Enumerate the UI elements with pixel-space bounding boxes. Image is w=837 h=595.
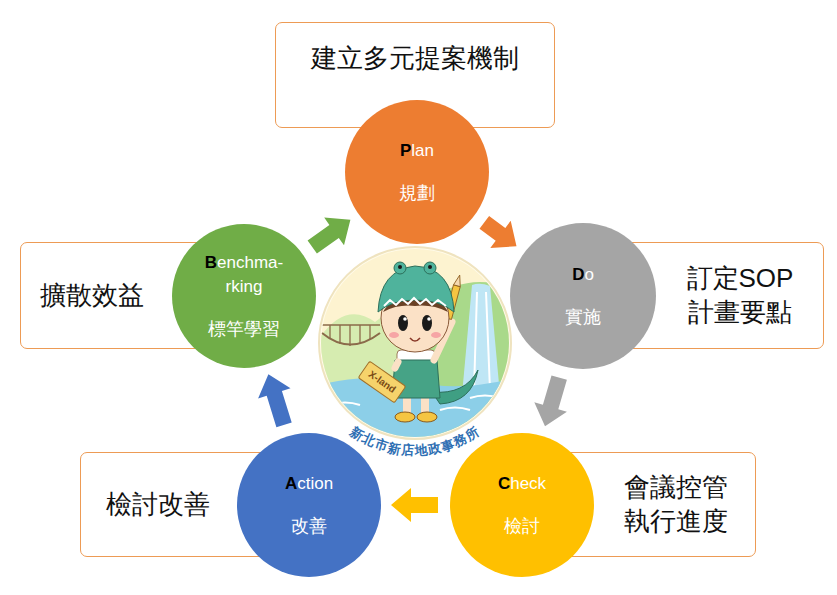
dino-hat bbox=[378, 266, 454, 312]
stage-name: Plan bbox=[400, 139, 434, 163]
bridge bbox=[322, 333, 380, 345]
mascot-character bbox=[358, 262, 478, 422]
cheek bbox=[389, 332, 399, 338]
box-text: 檢討改善 bbox=[106, 488, 210, 522]
pdca-circle: Check 檢討 bbox=[450, 433, 594, 577]
box-text: 會議控管 執行進度 bbox=[606, 471, 745, 539]
stage-name: Action bbox=[285, 472, 333, 496]
shoe bbox=[417, 412, 437, 422]
pdca-circle: Benchma- rking 標竿學習 bbox=[172, 224, 316, 368]
landscape bbox=[318, 246, 515, 442]
cycle-arrow bbox=[308, 218, 351, 254]
pdca-circle: Action 改善 bbox=[237, 433, 381, 577]
stage-name-zh: 實施 bbox=[565, 307, 601, 329]
hat-pupil bbox=[428, 265, 432, 269]
eye-highlight bbox=[403, 317, 407, 321]
office-name: 新北市新店地政事務所 bbox=[347, 423, 482, 458]
pdca-circle: Plan 規劃 bbox=[345, 100, 489, 244]
eye bbox=[398, 315, 408, 331]
cycle-arrow bbox=[258, 374, 292, 427]
hat-eye bbox=[424, 262, 436, 274]
hat-teeth bbox=[384, 298, 446, 306]
mouth bbox=[410, 338, 420, 341]
sign bbox=[358, 361, 406, 403]
cycle-arrow bbox=[480, 216, 517, 248]
stage-name-zh: 改善 bbox=[291, 516, 327, 538]
box-text: 建立多元提案機制 bbox=[311, 42, 519, 76]
stage-name: Benchma- rking bbox=[197, 251, 291, 299]
stage-name-zh: 標竿學習 bbox=[208, 319, 280, 341]
waterfall bbox=[462, 284, 500, 395]
stage-name: Check bbox=[498, 472, 546, 496]
eye-highlight bbox=[427, 317, 431, 321]
sky bbox=[318, 246, 514, 442]
logo-arc-text: 新北市新店地政事務所 bbox=[347, 423, 482, 458]
pdca-circle: Do 實施 bbox=[510, 223, 656, 369]
eye bbox=[422, 315, 432, 331]
hat-eye bbox=[394, 262, 406, 274]
bridge-rail bbox=[322, 325, 380, 346]
cycle-arrow bbox=[534, 375, 567, 426]
arm bbox=[395, 362, 398, 368]
box-text: 擴散效益 bbox=[40, 279, 144, 313]
hat-pupil bbox=[398, 265, 402, 269]
pencil-tip bbox=[454, 274, 464, 286]
stage-name-zh: 檢討 bbox=[504, 516, 540, 538]
stage-name: Do bbox=[572, 263, 594, 287]
shoe bbox=[395, 412, 415, 422]
stage-name-zh: 規劃 bbox=[399, 183, 435, 205]
cycle-arrow bbox=[391, 488, 438, 522]
cheek bbox=[431, 332, 441, 338]
box-text: 訂定SOP 計畫要點 bbox=[667, 262, 813, 330]
